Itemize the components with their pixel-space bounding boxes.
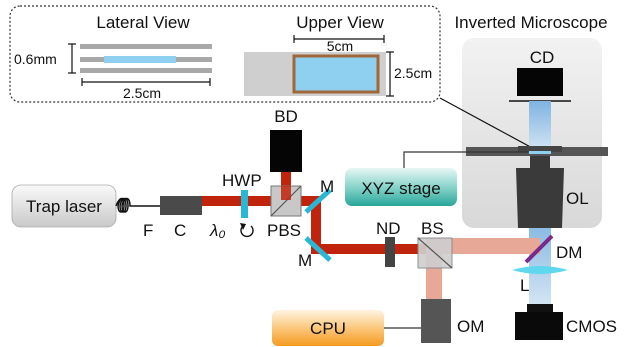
nd-label: ND [376,219,401,238]
objective-tip [530,156,550,168]
beam-dump-bd [270,130,302,172]
upper-sample-chamber [292,54,380,94]
pbs-label: PBS [267,221,301,240]
weak-beam-horizontal [426,238,540,254]
cpu-box [272,310,384,346]
upper-view-title: Upper View [296,13,384,32]
trap-beam-segment-1 [202,196,316,206]
rotation-arrow-icon [240,225,254,238]
objective-lens-ol [516,168,564,228]
trap-beam-segment-3 [311,244,426,254]
cmos-camera [515,312,563,340]
trap-beam-to-bd [281,160,291,206]
cd-label: CD [530,48,555,67]
microscope-title: Inverted Microscope [454,13,607,32]
lens-l [512,266,568,274]
dm-label: DM [556,243,582,262]
trap-beam-segment-2 [311,196,321,254]
dichroic-mirror-dm [524,234,554,264]
optical-meter-om [421,299,451,343]
lateral-bottom-glass [80,68,212,73]
fiber-coil [115,197,160,213]
lateral-top-glass [80,44,212,49]
om-label: OM [457,317,484,336]
condenser-cd [517,68,563,96]
sample-holder [518,146,562,152]
mirror-lower-label: M [298,251,312,270]
upper-top-label: 5cm [327,38,353,54]
nd-filter [385,237,395,267]
mirror-upper-label: M [320,177,334,196]
cmos-label: CMOS [566,317,617,336]
sample [529,151,551,154]
mirror-lower [304,236,332,262]
bd-label: BD [274,107,298,126]
inset-pointer-line [439,97,537,151]
fiber-f-label: F [143,221,153,240]
lateral-view-title: Lateral View [96,13,190,32]
hwp-label: HWP [222,171,262,190]
upper-side-label: 2.5cm [394,65,432,81]
lateral-width-label: 2.5cm [123,85,161,101]
half-wave-plate [241,190,248,218]
lateral-sample-channel [104,56,176,63]
cpu-label: CPU [310,319,346,338]
mirror-upper [304,188,332,214]
xyz-stage-box [345,168,457,206]
inset-frame [9,5,441,103]
xyz-stage-link [403,151,528,168]
collimator-c [160,196,202,215]
lens-l-label: L [520,276,529,295]
ol-label: OL [566,189,589,208]
lambda-label: λ₀ [209,221,226,240]
bs-label: BS [421,219,444,238]
collimator-c-label: C [174,221,186,240]
illumination-beam [529,101,551,151]
trap-laser-label: Trap laser [26,197,102,216]
lateral-height-label: 0.6mm [14,51,57,67]
xyz-stage-label: XYZ stage [361,179,440,198]
